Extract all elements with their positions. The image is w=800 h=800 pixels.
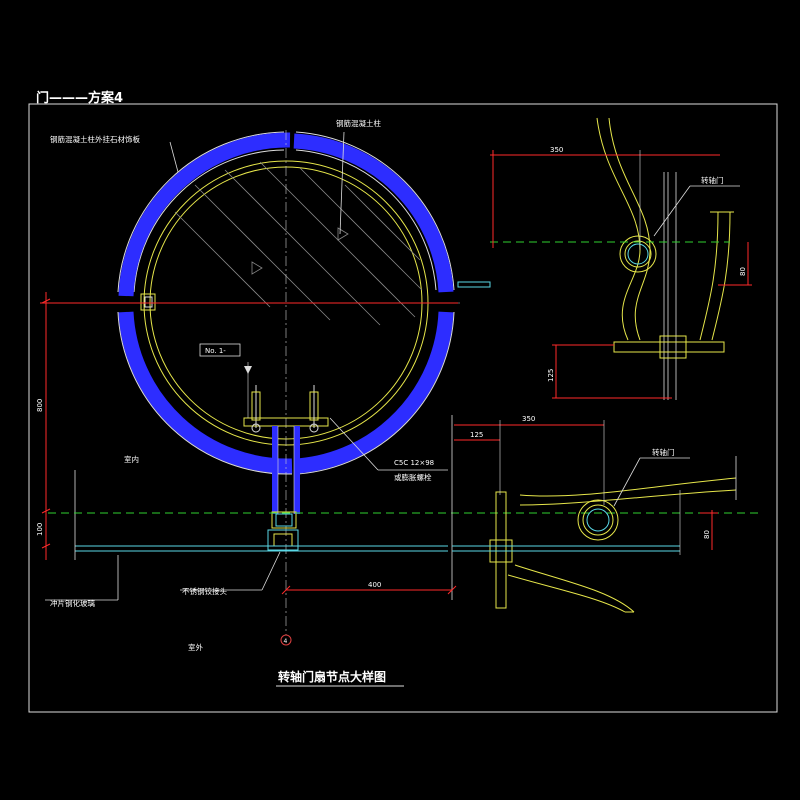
dim-100-left: 100: [36, 523, 44, 536]
dim-80-bottom: 80: [703, 530, 711, 539]
hinge-fitting: [267, 511, 299, 551]
expansion-bolt-label: 或膨胀螺栓: [394, 472, 432, 482]
pivot-door-label-bottom: 转轴门: [652, 447, 675, 457]
stone-facing-label: 钢筋混凝土柱外挂石材饰板: [50, 134, 140, 144]
sheet-title: 门———方案4: [36, 90, 123, 106]
hinge-label: 不锈钢铰接头: [182, 586, 227, 596]
outdoor-label: 室外: [188, 642, 203, 652]
drawing-frame: [28, 103, 778, 713]
pivot-door-label-top: 转轴门: [701, 175, 724, 185]
column-section: [40, 130, 760, 646]
channel-spec: C5C 12×98: [394, 459, 434, 467]
dim-350-mid: 350: [522, 415, 535, 423]
stone-cladding: [117, 131, 455, 475]
dim-125: 125: [470, 431, 483, 439]
axis-number: 4: [284, 638, 288, 645]
drawing-title: 转轴门扇节点大样图: [278, 669, 386, 684]
base-plate: [243, 362, 329, 433]
pivot-spindle-right: [294, 426, 300, 514]
indoor-label: 室内: [124, 454, 139, 464]
dim-400: 400: [368, 581, 381, 589]
section-number: No. 1-: [205, 347, 226, 355]
pivot-spindle-left: [272, 426, 278, 514]
dim-800: 800: [36, 399, 44, 412]
glass-label: 冲片钢化玻璃: [50, 598, 95, 608]
bottom-pivot-detail: [452, 420, 737, 613]
dim-80-top: 80: [739, 267, 747, 276]
left-block: [140, 293, 156, 311]
top-pivot-detail: [490, 117, 752, 400]
right-stub: [457, 281, 491, 288]
dim-350-top: 350: [550, 146, 563, 154]
column-hatch: [174, 161, 423, 326]
rc-column-label: 钢筋混凝土柱: [336, 118, 381, 128]
dim-125-vertical: 125: [547, 369, 555, 382]
axis-bubble: [280, 634, 292, 646]
